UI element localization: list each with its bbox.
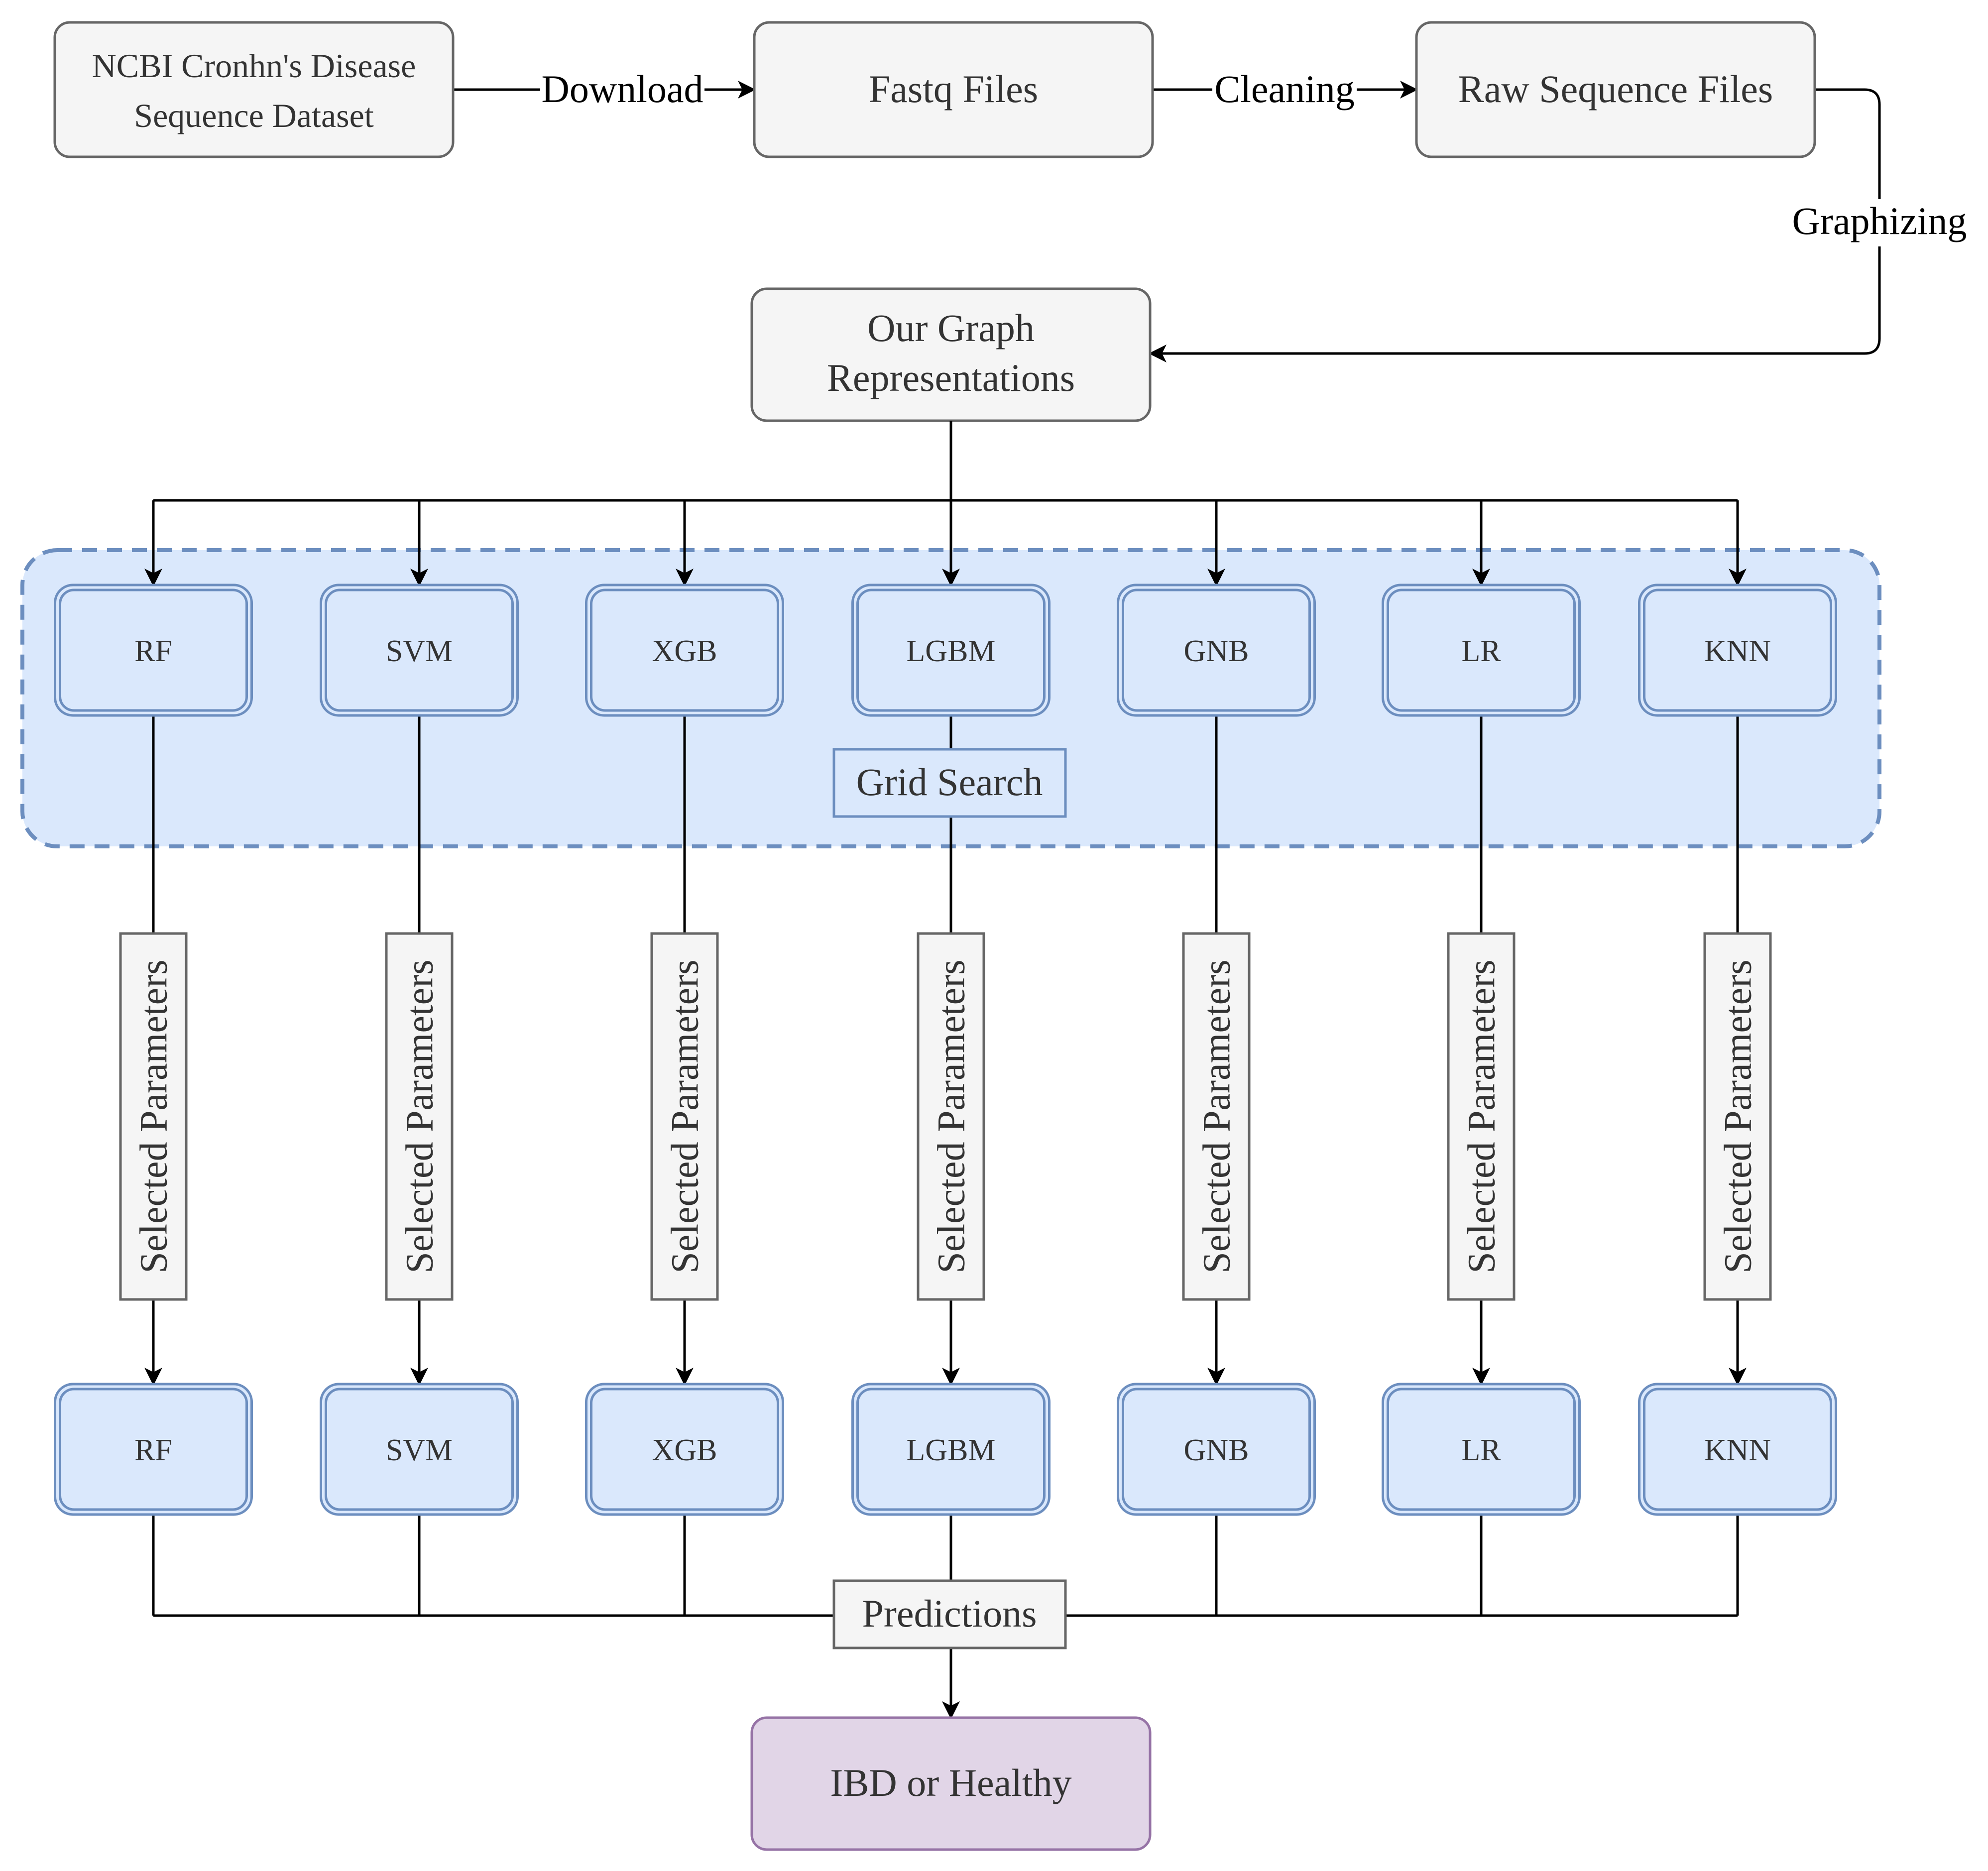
selected-parameters-label: Selected Parameters [663, 959, 706, 1273]
model-edges [144, 421, 1747, 1719]
model-label-knn: KNN [1704, 1433, 1771, 1467]
predictions-label-box: Predictions [832, 1579, 1067, 1649]
selected-parameters-box-lr: Selected Parameters [1447, 932, 1516, 1301]
edge-graphizing: Graphizing [1149, 88, 1974, 362]
predictions-label: Predictions [862, 1592, 1037, 1635]
model-label-gnb: GNB [1184, 1433, 1249, 1467]
final-model-lgbm: LGBM [851, 1383, 1051, 1516]
tuning-model-rf: RF [54, 584, 253, 717]
tuning-model-lgbm: LGBM [851, 584, 1051, 717]
model-label-knn: KNN [1704, 634, 1771, 668]
selected-parameters-label: Selected Parameters [930, 959, 973, 1273]
model-label-rf: RF [134, 634, 172, 668]
selected-parameters-label: Selected Parameters [1460, 959, 1503, 1273]
grid-search-label: Grid Search [856, 760, 1043, 804]
graph-label-line2: Representations [827, 356, 1075, 399]
edge-label-graphizing: Graphizing [1792, 199, 1967, 242]
model-label-lgbm: LGBM [906, 1433, 995, 1467]
selected-parameters-label: Selected Parameters [1195, 959, 1238, 1273]
selected-parameters-box-knn: Selected Parameters [1703, 932, 1772, 1301]
tuning-model-gnb: GNB [1117, 584, 1316, 717]
dataset-label-line1: NCBI Cronhn's Disease [92, 47, 416, 85]
final-model-rf: RF [54, 1383, 253, 1516]
grid-search-label-box: Grid Search [832, 748, 1067, 818]
selected-parameters-box-xgb: Selected Parameters [650, 932, 719, 1301]
model-label-svm: SVM [386, 1433, 453, 1467]
dataset-label-line2: Sequence Dataset [134, 97, 374, 134]
edge-label-cleaning: Cleaning [1214, 67, 1355, 111]
tuning-model-lr: LR [1382, 584, 1581, 717]
model-label-xgb: XGB [652, 634, 717, 668]
model-label-lr: LR [1461, 634, 1501, 668]
raw-sequence-node: Raw Sequence Files [1415, 21, 1816, 158]
selected-parameters-label: Selected Parameters [132, 959, 175, 1273]
tuning-model-xgb: XGB [585, 584, 784, 717]
final-model-knn: KNN [1638, 1383, 1837, 1516]
selected-parameters-box-rf: Selected Parameters [119, 932, 188, 1301]
final-model-gnb: GNB [1117, 1383, 1316, 1516]
edge-label-download: Download [542, 67, 703, 111]
tuning-model-knn: KNN [1638, 584, 1837, 717]
model-label-rf: RF [134, 1433, 172, 1467]
edge-download: Download [453, 67, 756, 112]
model-label-gnb: GNB [1184, 634, 1249, 668]
graph-label-line1: Our Graph [867, 306, 1035, 350]
graph-representation-node: Our Graph Representations [750, 287, 1152, 422]
model-label-lgbm: LGBM [906, 634, 995, 668]
model-label-lr: LR [1461, 1433, 1501, 1467]
fastq-label: Fastq Files [869, 67, 1038, 111]
tuning-model-svm: SVM [320, 584, 519, 717]
outcome-label: IBD or Healthy [830, 1761, 1071, 1804]
model-label-xgb: XGB [652, 1433, 717, 1467]
selected-parameters-box-svm: Selected Parameters [385, 932, 454, 1301]
selected-parameters-label: Selected Parameters [1716, 959, 1759, 1273]
selected-parameters-box-lgbm: Selected Parameters [917, 932, 985, 1301]
fastq-node: Fastq Files [753, 21, 1154, 158]
final-model-svm: SVM [320, 1383, 519, 1516]
final-model-xgb: XGB [585, 1383, 784, 1516]
raw-sequence-label: Raw Sequence Files [1458, 67, 1773, 111]
outcome-node: IBD or Healthy [750, 1716, 1152, 1851]
final-model-lr: LR [1382, 1383, 1581, 1516]
model-label-svm: SVM [386, 634, 453, 668]
selected-parameters-box-gnb: Selected Parameters [1182, 932, 1251, 1301]
dataset-node: NCBI Cronhn's Disease Sequence Dataset [53, 21, 455, 158]
edge-cleaning: Cleaning [1153, 67, 1418, 112]
selected-parameters-label: Selected Parameters [398, 959, 441, 1273]
